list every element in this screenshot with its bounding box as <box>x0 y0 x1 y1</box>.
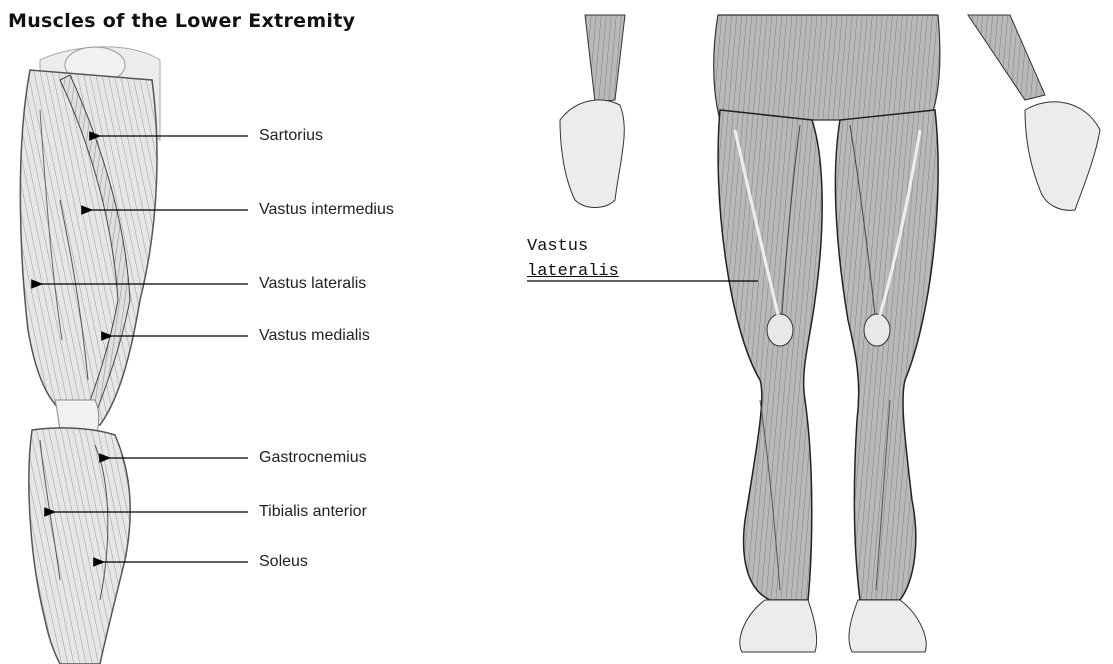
right-label-line2: lateralis <box>527 262 619 281</box>
right-label-line1: Vastus <box>527 237 588 256</box>
